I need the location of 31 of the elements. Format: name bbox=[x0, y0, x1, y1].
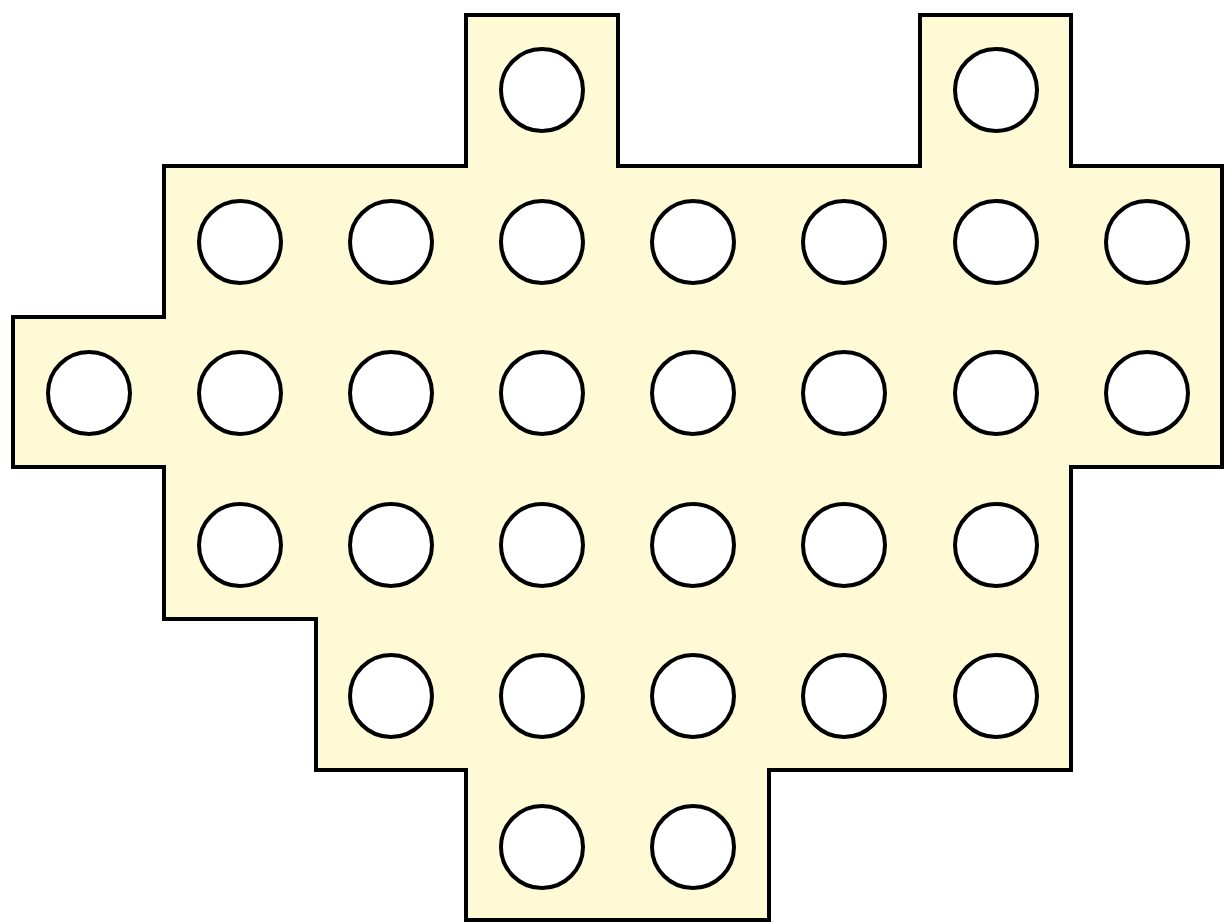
hole-circle bbox=[348, 653, 434, 739]
hole-circle bbox=[801, 350, 887, 436]
hole-circle bbox=[953, 350, 1039, 436]
hole-circle bbox=[953, 502, 1039, 588]
hole-circle bbox=[499, 199, 585, 285]
hole-circle bbox=[46, 350, 132, 436]
hole-circle bbox=[650, 804, 736, 890]
hole-circle bbox=[499, 502, 585, 588]
hole-circle bbox=[650, 502, 736, 588]
hole-circle bbox=[953, 653, 1039, 739]
hole-circle bbox=[650, 653, 736, 739]
hole-circle bbox=[953, 47, 1039, 133]
hole-circle bbox=[1104, 199, 1190, 285]
hole-circle bbox=[499, 804, 585, 890]
hole-circle bbox=[197, 199, 283, 285]
hole-circle bbox=[348, 502, 434, 588]
hole-circle bbox=[953, 199, 1039, 285]
hole-circle bbox=[1104, 350, 1190, 436]
hole-circle bbox=[348, 199, 434, 285]
board-shape bbox=[11, 13, 1224, 922]
hole-circle bbox=[801, 502, 887, 588]
hole-circle bbox=[499, 350, 585, 436]
hole-circle bbox=[348, 350, 434, 436]
hole-circle bbox=[650, 350, 736, 436]
hole-circle bbox=[197, 502, 283, 588]
hole-circle bbox=[499, 653, 585, 739]
hole-circle bbox=[801, 199, 887, 285]
hole-circle bbox=[801, 653, 887, 739]
hole-circle bbox=[650, 199, 736, 285]
hole-circle bbox=[499, 47, 585, 133]
hole-circle bbox=[197, 350, 283, 436]
